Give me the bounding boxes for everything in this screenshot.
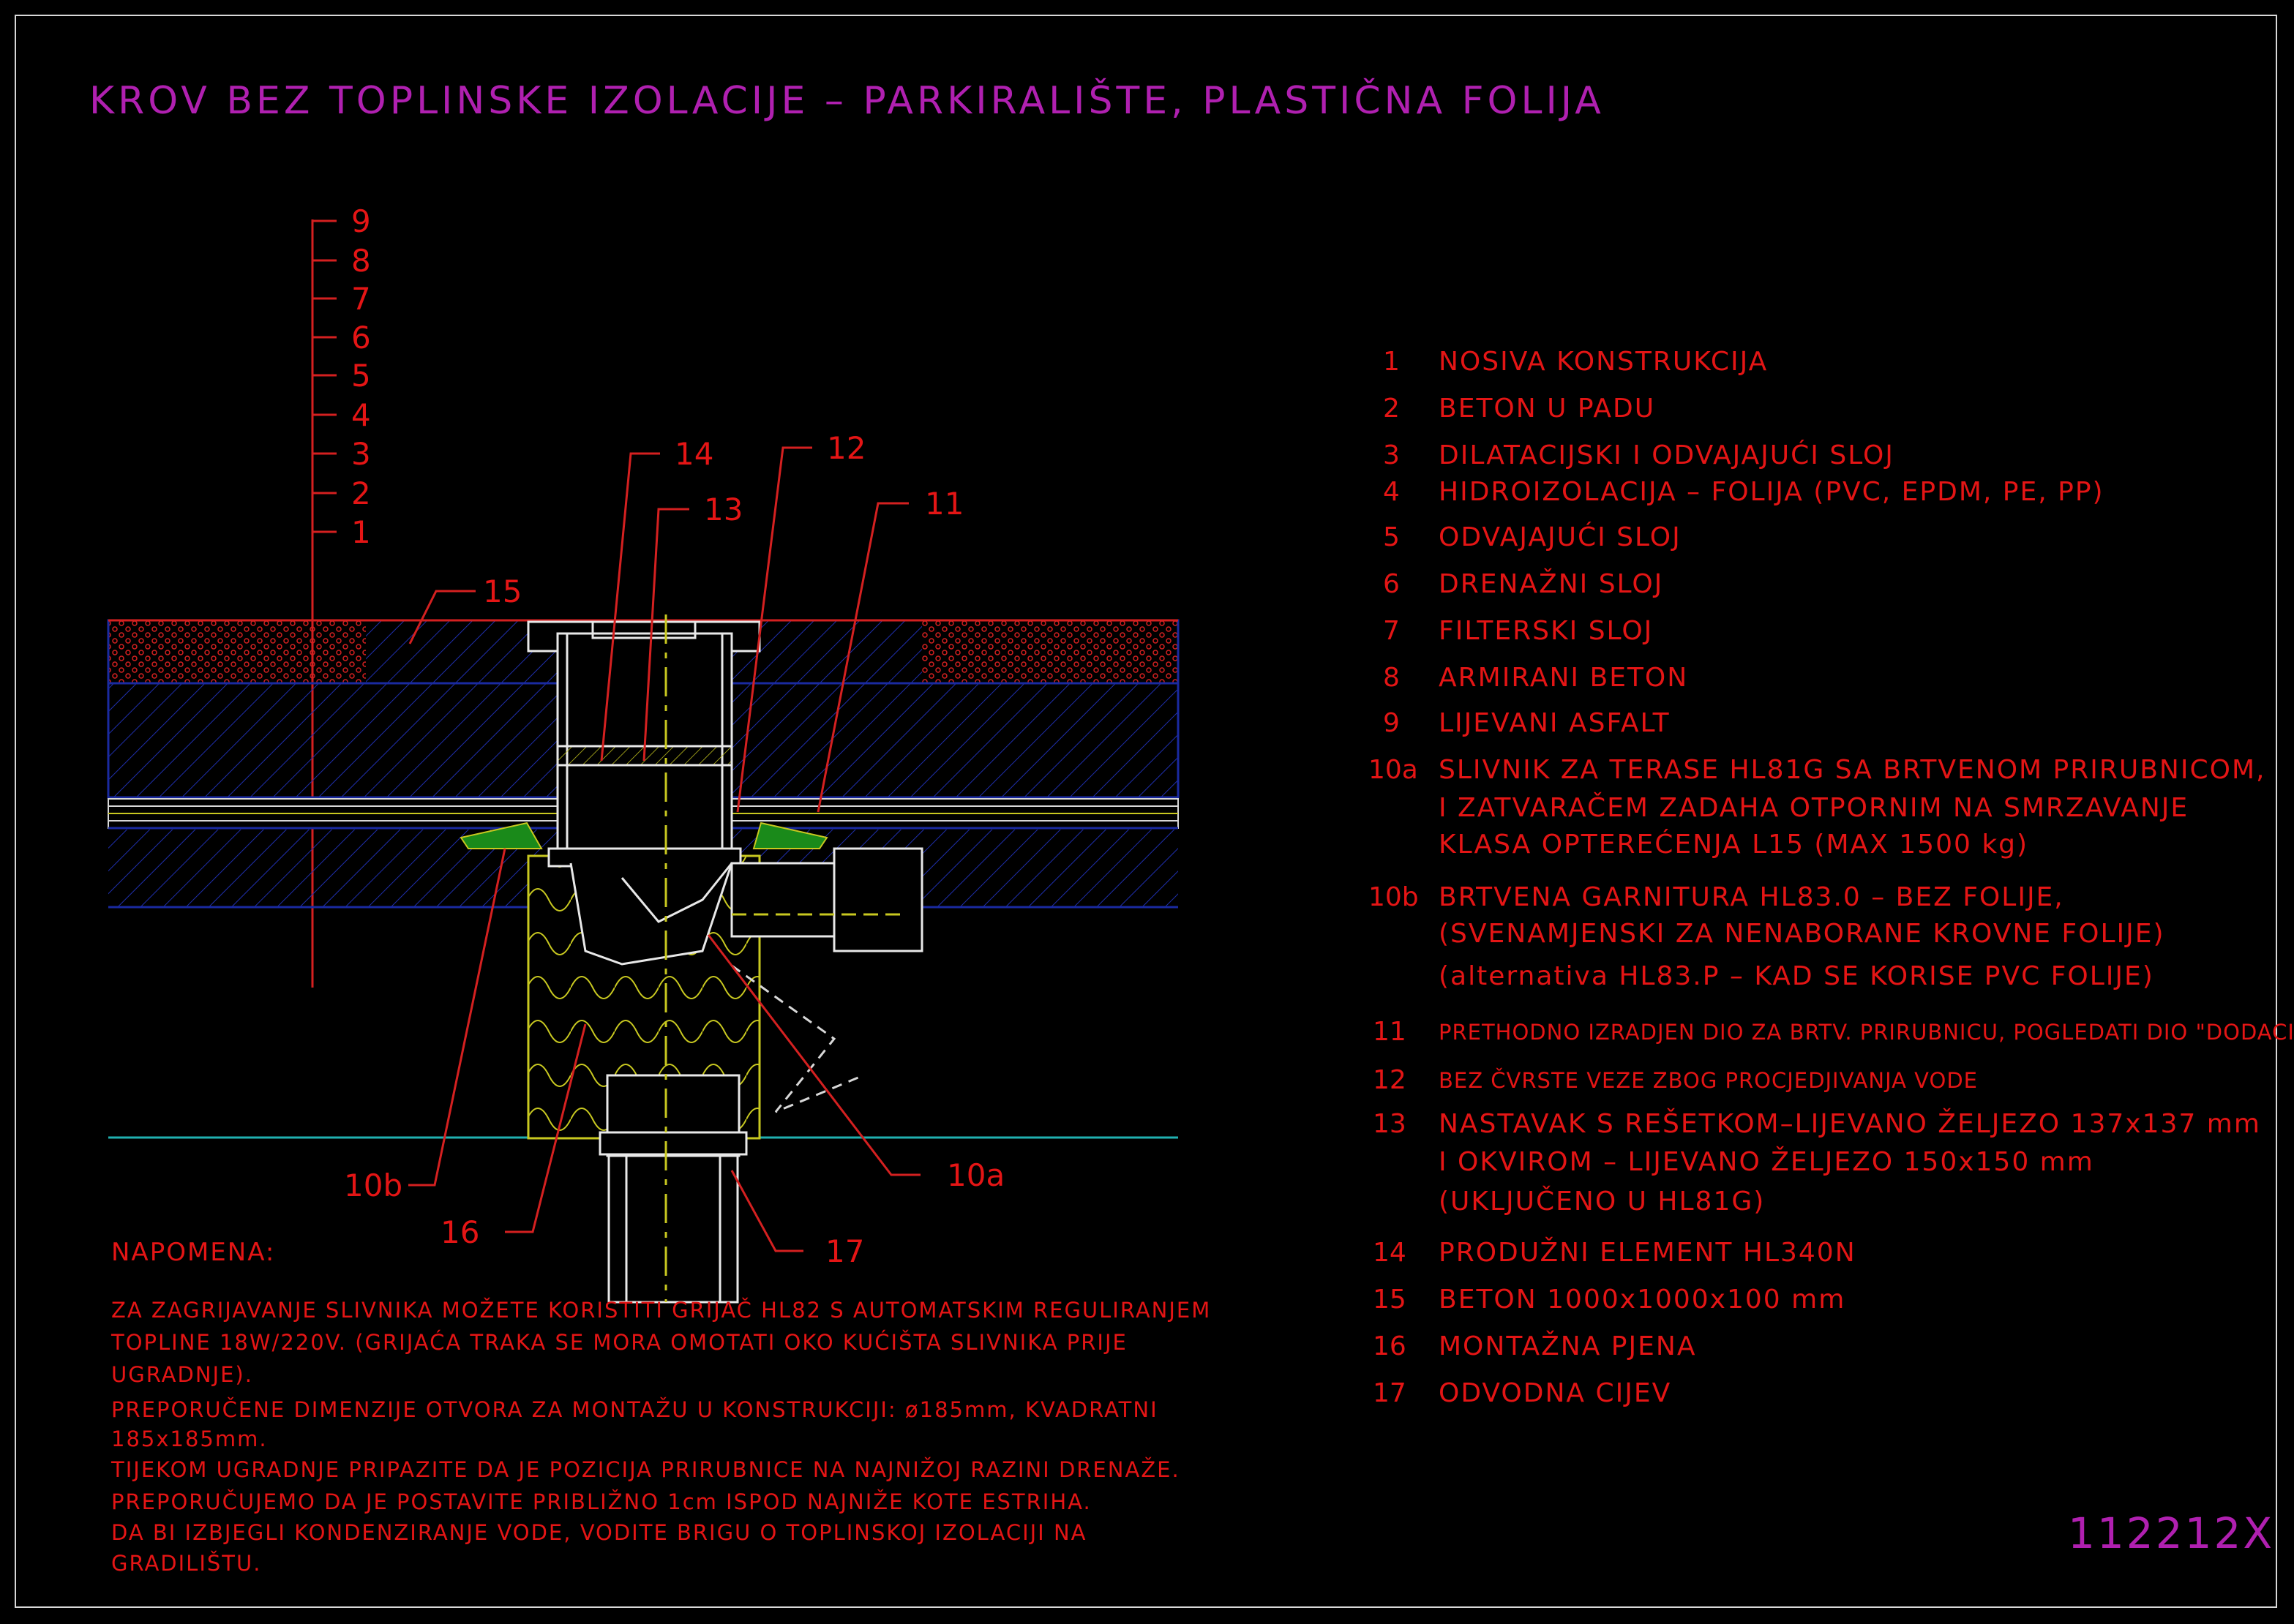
- legend-num-15: 15: [1373, 1285, 1406, 1315]
- legend-text-4: HIDROIZOLACIJA – FOLIJA (PVC, EPDM, PE, …: [1439, 477, 2104, 507]
- scale-mark-8: 8: [351, 243, 371, 279]
- legend-num-7: 7: [1383, 616, 1400, 646]
- legend-num-13: 13: [1373, 1109, 1406, 1139]
- callout-13: 13: [704, 492, 743, 527]
- legend-num-10a: 10a: [1368, 755, 1418, 785]
- drawing-code: 112212X: [2068, 1508, 2275, 1558]
- legend-text-14: PRODUŽNI ELEMENT HL340N: [1439, 1238, 1856, 1268]
- legend-num-16: 16: [1373, 1331, 1406, 1361]
- legend-text-3: DILATACIJSKI I ODVAJAJUĆI SLOJ: [1439, 440, 1894, 470]
- callout-12: 12: [827, 430, 866, 466]
- callout-15: 15: [483, 574, 522, 609]
- legend-num-12: 12: [1373, 1065, 1406, 1095]
- callout-17: 17: [825, 1233, 865, 1269]
- legend-text-15: BETON 1000x1000x100 mm: [1439, 1285, 1846, 1315]
- legend-text-5: ODVAJAJUĆI SLOJ: [1439, 522, 1682, 552]
- scale-mark-2: 2: [351, 475, 371, 511]
- callout-14: 14: [675, 436, 714, 472]
- drain-body: [527, 614, 923, 1304]
- legend-text-10b-3: (alternativa HL83.P – KAD SE KORISE PVC …: [1439, 961, 2154, 991]
- legend-text-10a-3: KLASA OPTEREĆENJA L15 (MAX 1500 kg): [1439, 830, 2029, 860]
- legend-text-12: BEZ ČVRSTE VEZE ZBOG PROCJEDJIVANJA VODE: [1439, 1068, 1978, 1093]
- legend-num-17: 17: [1373, 1378, 1406, 1408]
- note-line: ZA ZAGRIJAVANJE SLIVNIKA MOŽETE KORISTIT…: [111, 1298, 1212, 1323]
- scale-mark-9: 9: [351, 203, 371, 239]
- legend-text-10b-1: BRTVENA GARNITURA HL83.0 – BEZ FOLIJE,: [1439, 882, 2064, 912]
- scale-mark-6: 6: [351, 320, 371, 356]
- legend-num-4: 4: [1383, 477, 1400, 507]
- note-line: PREPORUČUJEMO DA JE POSTAVITE PRIBLIŽNO …: [111, 1489, 1092, 1514]
- legend-text-10a-2: I ZATVARAČEM ZADAHA OTPORNIM NA SMRZAVAN…: [1439, 793, 2189, 823]
- legend-num-6: 6: [1383, 569, 1400, 599]
- legend-text-9: LIJEVANI ASFALT: [1439, 708, 1671, 738]
- legend-num-3: 3: [1383, 440, 1400, 470]
- scale-mark-3: 3: [351, 436, 371, 472]
- note-line: TOPLINE 18W/220V. (GRIJAĆA TRAKA SE MORA…: [111, 1330, 1128, 1355]
- legend-text-13-2: I OKVIROM – LIJEVANO ŽELJEZO 150x150 mm: [1439, 1147, 2094, 1177]
- leader-lines: [408, 446, 921, 1252]
- scale-mark-4: 4: [351, 397, 371, 433]
- legend-text-13-1: NASTAVAK S REŠETKOM–LIJEVANO ŽELJEZO 137…: [1439, 1109, 2261, 1139]
- note-line: GRADILIŠTU.: [111, 1551, 262, 1576]
- note-title: NAPOMENA:: [111, 1238, 276, 1267]
- note-line: UGRADNJE).: [111, 1362, 253, 1387]
- callout-10a: 10a: [947, 1157, 1005, 1193]
- legend-num-2: 2: [1383, 394, 1400, 424]
- legend-num-14: 14: [1373, 1238, 1406, 1268]
- legend-text-17: ODVODNA CIJEV: [1439, 1378, 1672, 1408]
- drawing-title: KROV BEZ TOPLINSKE IZOLACIJE – PARKIRALI…: [89, 79, 1605, 123]
- note-line: 185x185mm.: [111, 1426, 268, 1451]
- legend-text-16: MONTAŽNA PJENA: [1439, 1331, 1697, 1361]
- scale-mark-1: 1: [351, 514, 371, 550]
- legend-text-1: NOSIVA KONSTRUKCIJA: [1439, 347, 1769, 377]
- legend-num-1: 1: [1383, 347, 1400, 377]
- note-line: TIJEKOM UGRADNJE PRIPAZITE DA JE POZICIJ…: [111, 1457, 1180, 1482]
- legend-num-10b: 10b: [1368, 882, 1419, 912]
- legend-text-13-3: (UKLJUČENO U HL81G): [1439, 1187, 1766, 1217]
- sheet-border: [15, 15, 2277, 1608]
- legend-text-8: ARMIRANI BETON: [1439, 663, 1689, 693]
- legend-text-6: DRENAŽNI SLOJ: [1439, 569, 1664, 599]
- legend-num-5: 5: [1383, 522, 1400, 552]
- callout-10b: 10b: [344, 1168, 403, 1203]
- scale-mark-5: 5: [351, 358, 371, 394]
- legend-text-10a-1: SLIVNIK ZA TERASE HL81G SA BRTVENOM PRIR…: [1439, 755, 2266, 785]
- note-line: DA BI IZBJEGLI KONDENZIRANJE VODE, VODIT…: [111, 1520, 1087, 1545]
- legend-num-11: 11: [1373, 1017, 1406, 1047]
- callout-16: 16: [441, 1214, 480, 1250]
- scale-mark-7: 7: [351, 281, 371, 317]
- legend-num-8: 8: [1383, 663, 1400, 693]
- legend-text-7: FILTERSKI SLOJ: [1439, 616, 1654, 646]
- callout-11: 11: [925, 486, 964, 522]
- legend-text-10b-2: (SVENAMJENSKI ZA NENABORANE KROVNE FOLIJ…: [1439, 919, 2165, 949]
- legend-text-11: PRETHODNO IZRADJEN DIO ZA BRTV. PRIRUBNI…: [1439, 1020, 2294, 1045]
- legend-num-9: 9: [1383, 708, 1400, 738]
- legend-text-2: BETON U PADU: [1439, 394, 1656, 424]
- sealing-flanges: [460, 822, 828, 849]
- note-line: PREPORUČENE DIMENZIJE OTVORA ZA MONTAŽU …: [111, 1397, 1158, 1422]
